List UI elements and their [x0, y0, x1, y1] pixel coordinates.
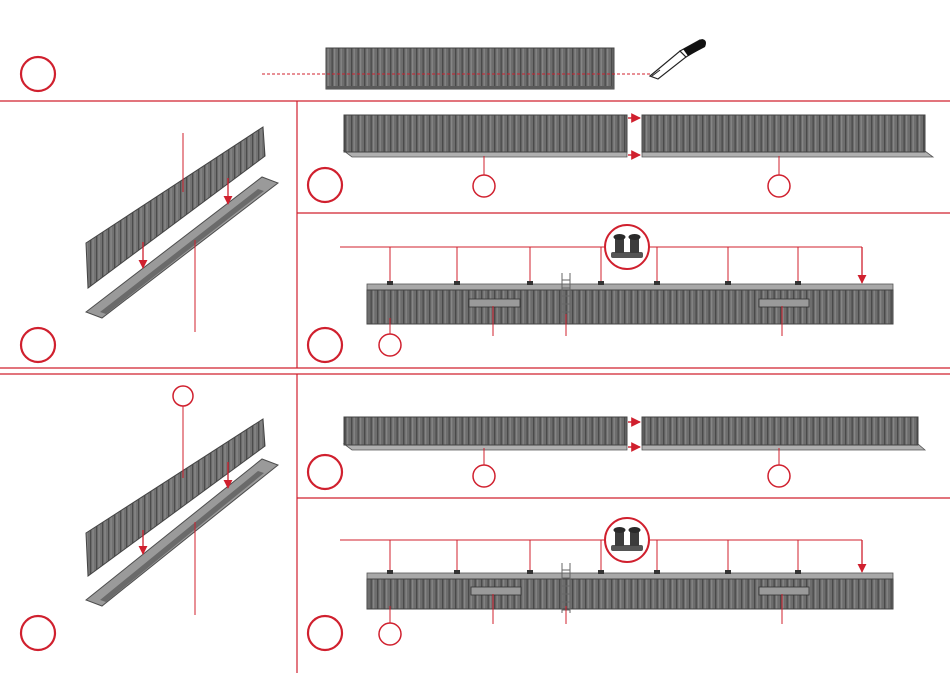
step-number-circle	[21, 616, 55, 650]
bollard	[725, 570, 731, 574]
bollard	[454, 570, 460, 574]
bollard	[654, 281, 660, 285]
bollard	[387, 281, 393, 285]
bollard	[454, 281, 460, 285]
bollard	[387, 570, 393, 574]
part-callout-circle	[173, 386, 193, 406]
step-7-fit-bollards	[308, 518, 893, 650]
quay-wall	[367, 579, 893, 609]
fender	[759, 587, 809, 595]
step-2-wall-on-base	[21, 127, 278, 362]
wall-left	[344, 417, 627, 445]
part-callout-circle	[379, 623, 401, 645]
fender	[759, 299, 809, 307]
bollard	[795, 281, 801, 285]
wall-right	[642, 417, 918, 445]
bollard	[527, 570, 533, 574]
part-callout-circle	[768, 175, 790, 197]
bollard-drop-lines	[387, 540, 801, 574]
step-number-circle	[21, 57, 55, 91]
bollard-drop-lines	[387, 247, 801, 285]
step-number-circle	[308, 455, 342, 489]
step-5-wall-on-base	[21, 386, 278, 650]
bollard	[795, 570, 801, 574]
wall-right	[642, 115, 925, 152]
step-number-circle	[308, 616, 342, 650]
part-callout-circle	[768, 465, 790, 487]
part-callout-circle	[473, 175, 495, 197]
bollard	[654, 570, 660, 574]
bollard-callout-circle	[605, 518, 649, 562]
quay-wall	[367, 290, 893, 324]
craft-knife-icon	[650, 39, 706, 79]
fender	[469, 299, 520, 307]
fender	[471, 587, 521, 595]
step-6-join-walls	[308, 417, 925, 489]
bollard	[598, 570, 604, 574]
step-number-circle	[308, 328, 342, 362]
step-3-join-walls	[308, 115, 933, 202]
part-callout-circle	[379, 334, 401, 356]
wall-panel	[326, 48, 614, 89]
step-1-cut-panel	[21, 39, 706, 91]
bollard-callout-circle	[605, 225, 649, 269]
step-number-circle	[21, 328, 55, 362]
step-4-fit-bollards	[308, 225, 893, 362]
bollard	[527, 281, 533, 285]
wall-left	[344, 115, 627, 152]
bollard	[725, 281, 731, 285]
part-callout-circle	[473, 465, 495, 487]
bollard	[598, 281, 604, 285]
step-number-circle	[308, 168, 342, 202]
